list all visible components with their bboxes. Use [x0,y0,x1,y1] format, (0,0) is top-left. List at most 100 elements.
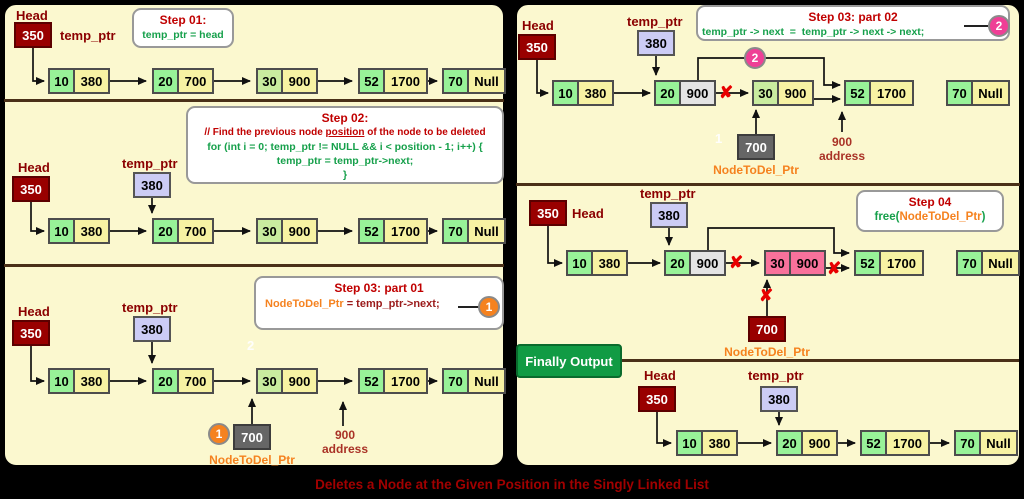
list-node: 20 700 [152,218,214,244]
node-data-cell: 52 [844,80,870,106]
node-to-del-box: 700 [233,424,271,450]
node-data-cell: 10 [48,68,74,94]
step4-code: free(NodeToDel_Ptr) [862,210,998,224]
list-node: 52 1700 [854,250,924,276]
node-data-cell: 20 [152,368,178,394]
step4-box: Step 04 free(NodeToDel_Ptr) [856,190,1004,232]
list-node: 10 380 [48,368,110,394]
temp-ptr-label: temp_ptr [122,300,178,315]
node-data-cell: 30 [256,68,282,94]
temp-ptr-box: 380 [650,202,688,228]
node-data-cell: 52 [860,430,886,456]
list-node: 30 900 [256,218,318,244]
address-note: 900 address [810,135,874,163]
step2-title: Step 02: [321,111,369,125]
step3b-title: Step 03: part 02 [808,10,898,24]
node-pointer-cell: Null [980,430,1018,456]
step1-code: temp_ptr = head [142,29,224,41]
node-data-cell: 20 [776,430,802,456]
temp-ptr-label: temp_ptr [748,368,804,383]
node-pointer-cell: 1700 [886,430,930,456]
list-node: 52 1700 [844,80,914,106]
list-node: 30 900 [256,68,318,94]
node-data-cell: 30 [256,368,282,394]
node-data-cell: 70 [954,430,980,456]
list-node: 10 380 [48,218,110,244]
node-pointer-cell: 1700 [870,80,914,106]
node-data-cell: 20 [152,218,178,244]
list-node: 10 380 [552,80,614,106]
node-pointer-cell: 1700 [384,68,428,94]
step2-body-line: temp_ptr = temp_ptr->next; [276,155,414,167]
node-pointer-cell: 900 [690,250,726,276]
node-pointer-cell: 700 [178,68,214,94]
list-node: 30 900 [256,368,318,394]
badge-connector [458,306,480,308]
badge-connector [964,25,988,27]
list-node: 70 Null [442,68,506,94]
step1-box: Step 01: temp_ptr = head [132,8,234,48]
node-to-del-box: 700 [748,316,786,342]
node-pointer-cell: 700 [178,368,214,394]
head-address-box: 350 [518,34,556,60]
list-node: 52 1700 [358,368,428,394]
node-pointer-cell: Null [468,368,506,394]
step2-for-line: for (int i = 0; temp_ptr != NULL && i < … [207,141,483,153]
node-pointer-cell: 380 [578,80,614,106]
node-pointer-cell: 900 [680,80,716,106]
node-data-cell: 20 [152,68,178,94]
node-pointer-cell: 1700 [880,250,924,276]
list-node: 70 Null [946,80,1010,106]
finally-output-box: Finally Output [516,344,622,378]
head-label: Head [18,160,50,175]
list-node: 10 380 [676,430,738,456]
node-data-cell: 10 [48,218,74,244]
step1-title: Step 01: [159,13,207,27]
head-label: Head [16,8,48,23]
node-pointer-cell: 380 [592,250,628,276]
node-data-cell: 10 [676,430,702,456]
step3a-code: NodeToDel_Ptr = temp_ptr->next; [260,296,498,312]
step4-title: Step 04 [908,195,952,209]
node-to-del-label: NodeToDel_Ptr [209,453,295,467]
list-node: 10 380 [48,68,110,94]
head-address-box: 350 [12,176,50,202]
node-data-cell: 70 [442,368,468,394]
address-note-line1: 900 [831,135,853,149]
node-pointer-cell: Null [468,68,506,94]
deleted-node: 30 900 [764,250,826,276]
node-pointer-cell: 380 [74,68,110,94]
head-label: Head [572,206,604,221]
list-node: 52 1700 [358,218,428,244]
node-data-cell: 70 [442,68,468,94]
code-lhs: NodeToDel_Ptr [265,298,344,310]
node-pointer-cell: 900 [790,250,826,276]
address-note-line2: address [818,149,866,163]
list-node: 52 1700 [358,68,428,94]
head-address-box: 350 [12,320,50,346]
step2-close-line: } [342,169,348,181]
head-label: Head [522,18,554,33]
node-pointer-cell: 900 [282,218,318,244]
address-note-line1: 900 [334,428,356,442]
step3a-box: Step 03: part 01 NodeToDel_Ptr = temp_pt… [254,276,504,330]
node-data-cell: 30 [256,218,282,244]
list-node: 20 700 [152,368,214,394]
list-node: 70 Null [956,250,1020,276]
comment-underlined: position [325,127,365,138]
broken-link-x: ✘ [719,83,734,102]
temp-ptr-box: 380 [760,386,798,412]
list-node: 70 Null [954,430,1018,456]
node-pointer-cell: 380 [74,218,110,244]
list-node: 70 Null [442,218,506,244]
badge-one: 1 [208,423,230,445]
divider [4,264,504,267]
divider [4,99,504,102]
node-pointer-cell: 380 [702,430,738,456]
free-arg: NodeToDel_Ptr [899,211,982,223]
list-node: 70 Null [442,368,506,394]
temp-ptr-label: temp_ptr [122,156,178,171]
list-node: 20 900 [776,430,838,456]
node-pointer-cell: 900 [282,368,318,394]
